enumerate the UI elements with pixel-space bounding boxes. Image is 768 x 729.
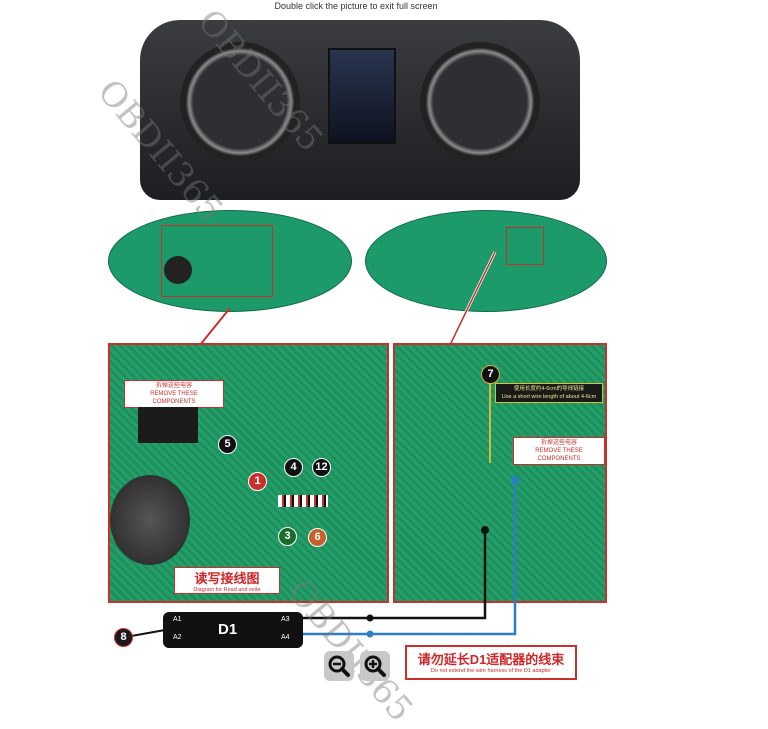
zoom-in-icon — [364, 655, 386, 677]
label-en: REMOVE THESE COMPONENTS — [535, 448, 583, 462]
fullscreen-image[interactable]: 拆掉这些电容 REMOVE THESE COMPONENTS 5 1 4 12 … — [89, 2, 615, 729]
marker-8: 8 — [114, 628, 133, 647]
label-en: Use a short wire length of about 4-6cm — [501, 394, 597, 400]
label-cn: 使用长度约4-6cm的导线链接 — [513, 386, 585, 392]
instrument-cluster-photo — [140, 20, 580, 200]
chip — [138, 407, 198, 443]
wires — [119, 476, 519, 639]
label-cn: 拆掉这些电容 — [540, 440, 577, 446]
zoom-out-icon — [328, 655, 350, 677]
pin-a4: A4 — [281, 634, 290, 641]
pcb-right-photo — [365, 210, 607, 312]
marker-7: 7 — [481, 365, 500, 384]
adapter-name: D1 — [218, 621, 238, 638]
pin-a2: A2 — [173, 634, 182, 641]
warning-label: 请勿延长D1适配器的线束 Do not extend the wire harn… — [405, 645, 577, 680]
yellow-wire — [489, 383, 491, 463]
marker-6: 6 — [308, 528, 327, 547]
read-write-diagram-left: 拆掉这些电容 REMOVE THESE COMPONENTS 5 1 4 12 … — [108, 343, 389, 603]
d1-adapter: A1 A2 D1 A3 A4 — [163, 612, 303, 648]
remove-components-label: 拆掉这些电容 REMOVE THESE COMPONENTS — [513, 437, 605, 465]
read-write-diagram-right: 7 使用长度约4-6cm的导线链接 Use a short wire lengt… — [393, 343, 607, 603]
marker-12: 12 — [312, 458, 331, 477]
cluster-display — [328, 48, 396, 144]
label-cn: 拆掉这些电容 — [155, 383, 192, 389]
warning-cn: 请勿延长D1适配器的线束 — [417, 652, 565, 667]
diagram-title: 读写接线图 Diagram for Read and write — [174, 567, 280, 594]
warning-en: Do not extend the wire harness of the D1… — [430, 668, 552, 674]
speaker — [110, 475, 190, 565]
marker-5: 5 — [218, 435, 237, 454]
tachometer-gauge — [180, 42, 300, 162]
connector-pads — [278, 495, 328, 507]
marker-4: 4 — [284, 458, 303, 477]
buzzer — [164, 256, 192, 284]
speedometer-gauge — [420, 42, 540, 162]
pin-a3: A3 — [281, 616, 290, 623]
pcb-left-photo — [108, 210, 352, 312]
highlight-box — [506, 227, 544, 265]
diagram-title-en: Diagram for Read and write — [193, 587, 261, 593]
diagram-title-cn: 读写接线图 — [194, 571, 260, 586]
highlight-box — [161, 225, 273, 297]
wire-length-label: 使用长度约4-6cm的导线链接 Use a short wire length … — [495, 383, 603, 403]
label-en: REMOVE THESE COMPONENTS — [150, 391, 198, 405]
marker-1: 1 — [248, 472, 267, 491]
exit-fullscreen-hint: Double click the picture to exit full sc… — [274, 1, 438, 11]
marker-3: 3 — [278, 527, 297, 546]
zoom-in-button[interactable] — [360, 651, 390, 681]
pin-a1: A1 — [173, 616, 182, 623]
zoom-out-button[interactable] — [324, 651, 354, 681]
